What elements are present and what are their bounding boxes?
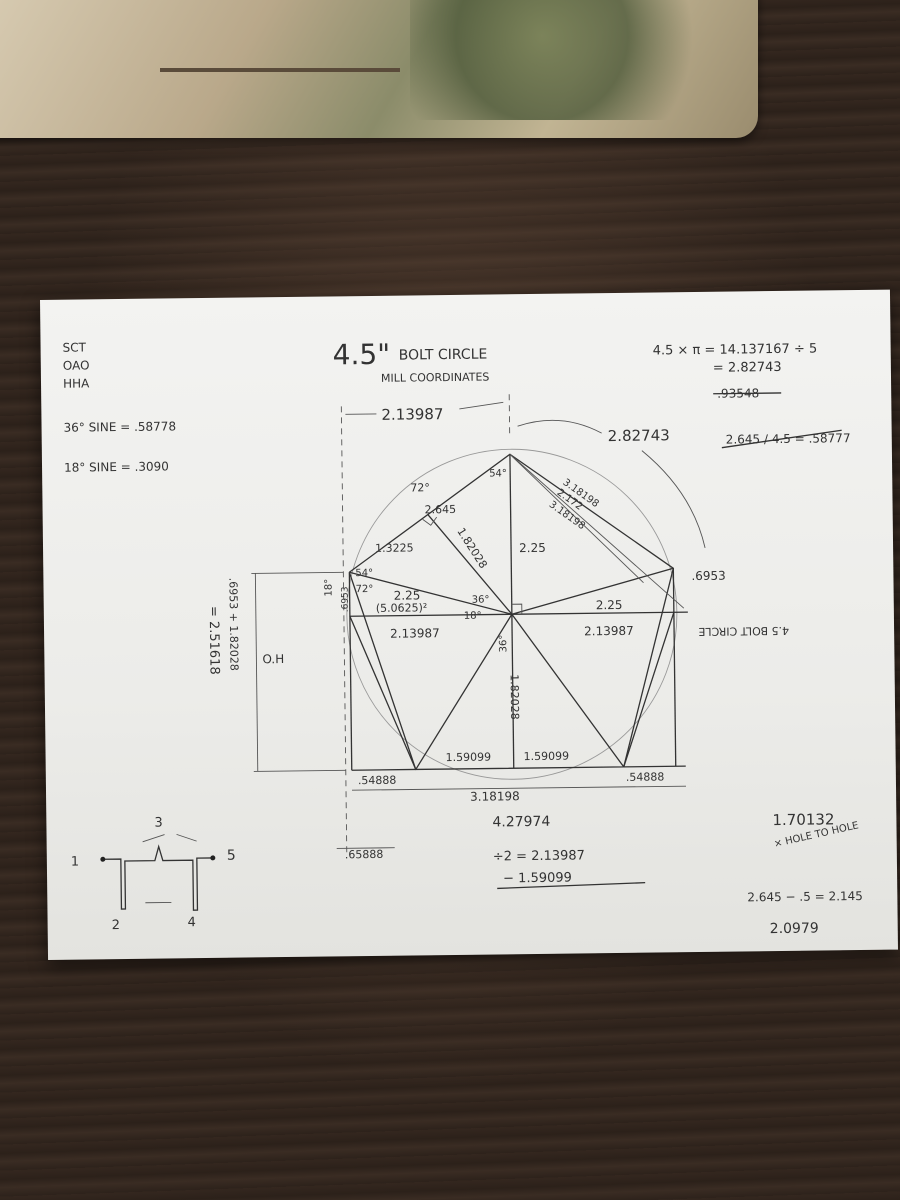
bolt-circle-sketch: SCT OAO HHA 4.5" BOLT CIRCLE MILL COORDI… — [62, 338, 863, 938]
paper-sheet: SCT OAO HHA 4.5" BOLT CIRCLE MILL COORDI… — [40, 289, 898, 960]
label-top-width: 2.13987 — [381, 405, 443, 424]
label-bot-r: 1.59099 — [524, 750, 570, 764]
spoke-bottom-left — [415, 613, 513, 770]
base-left-seg — [351, 768, 416, 771]
label-angle-36-down: 36° — [498, 635, 509, 653]
title-size: 4.5" — [332, 338, 390, 372]
mini-label-1: 1 — [71, 855, 79, 870]
mini-label-4: 4 — [188, 915, 196, 930]
mini-profile-sketch — [102, 844, 213, 911]
base-dim-line — [352, 785, 686, 791]
spoke-left — [349, 571, 513, 615]
hole-distance: 1.70132 — [772, 810, 834, 829]
left-dim-bottom — [253, 769, 346, 772]
calc-minus: − 1.59099 — [503, 871, 572, 887]
corner-note-2: OAO — [63, 358, 90, 372]
mini-arrow-right — [176, 833, 197, 842]
chord-right-2 — [509, 453, 644, 583]
spoke-right — [511, 567, 674, 615]
right-edge — [672, 568, 677, 767]
mini-hole-1 — [100, 856, 106, 862]
label-right-6953: .6953 — [691, 569, 726, 583]
label-offset: .65888 — [345, 848, 384, 861]
chord-mid-diag — [427, 513, 513, 615]
right-angle-mark-2 — [422, 516, 438, 526]
left-dim-vertical — [254, 573, 259, 772]
left-edge — [348, 572, 353, 771]
label-base-l: .54888 — [358, 774, 397, 787]
sine-note-36: 36° SINE = .58778 — [63, 419, 176, 434]
right-angle-mark — [511, 603, 523, 615]
dashed-left-ref — [340, 406, 348, 857]
label-base-mid: 3.18198 — [470, 789, 520, 804]
label-seg-b: 2.25 — [394, 588, 421, 602]
chord-right-1 — [509, 453, 685, 609]
strike-line-1 — [713, 392, 782, 395]
side-note: 4.5 BOLT CIRCLE — [698, 624, 789, 638]
label-angle-72-left: 72° — [355, 584, 373, 595]
mini-label-2: 2 — [112, 918, 120, 933]
label-down-1: 1.82028 — [508, 674, 522, 720]
label-seg-a: 1.3225 — [375, 541, 414, 554]
offset-dim-line — [336, 847, 395, 849]
label-angle-72: 72° — [410, 481, 430, 494]
base-right-seg — [623, 765, 686, 768]
title-sub: MILL COORDINATES — [381, 371, 490, 385]
label-arc-len: 2.82743 — [608, 426, 670, 445]
pentagon-outline — [348, 453, 675, 771]
placemat-pole-art — [160, 68, 400, 72]
mini-hole-5 — [210, 855, 216, 861]
chord-subtract-eq: 2.645 − .5 = 2.145 — [747, 889, 863, 904]
label-diag: 1.82028 — [454, 526, 490, 571]
mini-label-5: 5 — [227, 848, 236, 864]
corner-note-1: SCT — [62, 340, 86, 354]
label-base-r: .54888 — [626, 770, 665, 783]
calc-underline — [497, 882, 646, 890]
label-angle-36: 36° — [472, 595, 490, 606]
pi-calc-line2: = 2.82743 — [713, 360, 782, 376]
spoke-bottom-right — [511, 613, 625, 768]
pi-calc-line1: 4.5 × π = 14.137167 ÷ 5 — [653, 342, 818, 359]
diag-left-lower — [349, 615, 417, 770]
label-angle-54-top: 54° — [489, 468, 507, 479]
top-dim-right — [459, 401, 504, 410]
corner-note-3: HHA — [63, 376, 90, 390]
left-dim-top — [251, 571, 344, 574]
arc-dim-arrow-left — [517, 419, 602, 434]
horizontal-axis — [349, 611, 688, 617]
result-value: 2.0979 — [770, 921, 819, 938]
diag-right-lower — [623, 612, 675, 768]
title-main: BOLT CIRCLE — [399, 347, 488, 364]
mini-arrow-left — [142, 834, 165, 843]
label-square: (5.0625)² — [376, 601, 428, 615]
mini-label-3: 3 — [154, 816, 162, 831]
label-r-right: 2.25 — [596, 598, 623, 612]
strike-line-2 — [721, 429, 842, 449]
sine-note-18: 18° SINE = .3090 — [64, 459, 169, 474]
label-angle-54-left: 54° — [355, 568, 373, 579]
label-o-h: O.H — [262, 652, 284, 666]
label-vert-r: 2.25 — [519, 541, 546, 555]
calc-sum: 4.27974 — [492, 814, 550, 831]
label-h-left: 2.13987 — [390, 626, 440, 641]
label-angle-18-left: 18° — [323, 579, 334, 597]
calc-half: ÷2 = 2.13987 — [493, 848, 585, 864]
placemat — [0, 0, 758, 138]
label-bot-l: 1.59099 — [446, 751, 492, 765]
label-chord-a: 2.645 — [425, 503, 457, 516]
label-total-h: = 2.51618 — [206, 606, 222, 675]
label-angle-18-mid: 18° — [464, 611, 482, 622]
label-h-right: 2.13987 — [584, 624, 634, 639]
placemat-tree-art — [410, 0, 740, 120]
label-side-6953: .6953 — [341, 586, 351, 612]
arc-dim-arrow-right — [641, 450, 706, 548]
label-left-sum: .6953 + 1.82028 — [226, 578, 240, 671]
vertical-axis — [509, 454, 515, 769]
